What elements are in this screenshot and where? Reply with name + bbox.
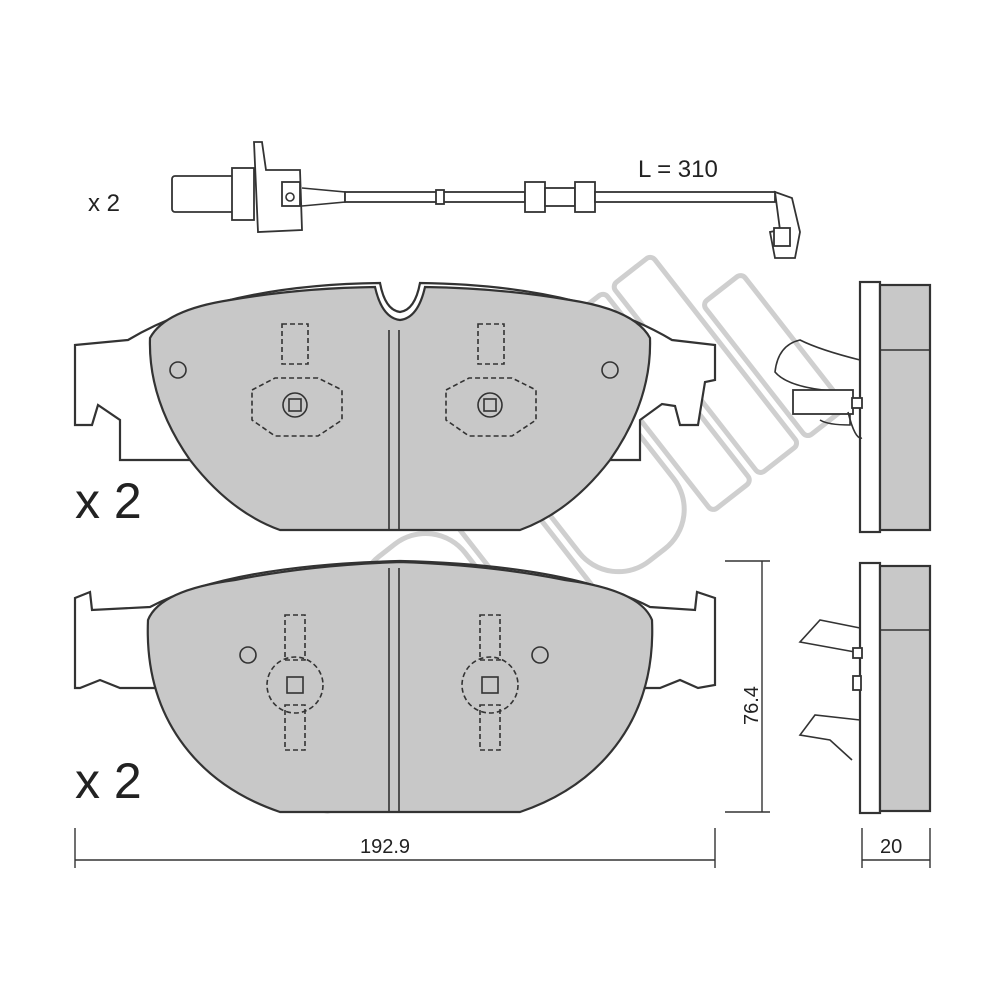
dimension-thickness [861, 828, 931, 868]
sensor-quantity: x 2 [88, 190, 120, 217]
wear-sensor [171, 141, 801, 259]
top-pad-quantity: x 2 [75, 473, 142, 529]
bottom-pad-quantity: x 2 [75, 753, 142, 809]
sensor-length-label: L = 310 [638, 156, 718, 183]
width-dimension-label: 192.9 [360, 836, 410, 858]
height-dimension-label: 76.4 [741, 686, 763, 725]
thickness-dimension-label: 20 [880, 836, 902, 858]
bottom-pad-side-view [798, 561, 932, 815]
top-pad-front-view [73, 281, 717, 532]
top-pad-side-view [774, 280, 932, 534]
dimension-height [725, 560, 770, 813]
bottom-pad-front-view [73, 559, 717, 814]
dimension-width [74, 828, 716, 868]
